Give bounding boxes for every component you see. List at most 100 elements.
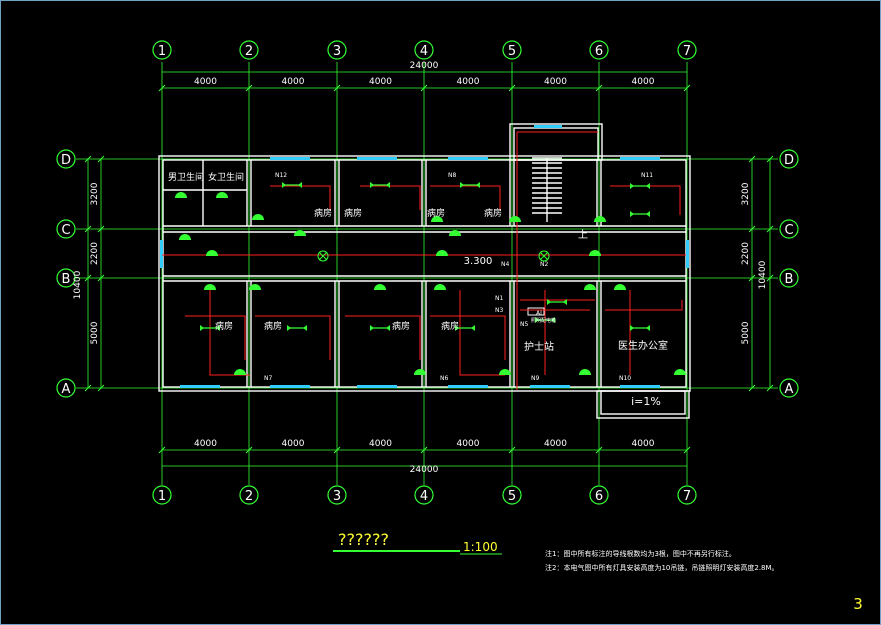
circuit-label-n7: N7: [264, 375, 272, 382]
outer-wall: [158, 155, 691, 392]
axis-bubble-right-A-circle: [779, 378, 799, 398]
fan-lamp-4-ends: [630, 183, 650, 189]
window-west: [160, 240, 163, 268]
dim-right-tick-1: [748, 225, 756, 233]
fan-lamp-11-ends: [535, 317, 555, 323]
fan-lamp-7-ends: [370, 325, 390, 331]
dim-bottom-span-1: 4000: [282, 439, 305, 449]
dim-right-total-tick-0: [766, 155, 774, 163]
dim-bottom-tick-3: [420, 446, 428, 454]
dim-bottom-tick-5: [595, 446, 603, 454]
inner-wall: [162, 159, 687, 388]
wall-lamp-1: [216, 192, 228, 198]
axis-bubble-top-2-circle: [239, 40, 259, 60]
circuit-ward-1: [270, 185, 331, 210]
fan-lamp-5-ends: [200, 325, 220, 331]
fan-lamp-3-ends: [630, 211, 650, 217]
axis-bubble-left-B-circle: [56, 268, 76, 288]
fan-lamp-0-ends: [282, 182, 302, 188]
axis-bubble-top-6-label: 6: [595, 44, 603, 59]
axis-bubble-bottom-2-circle: [239, 485, 259, 505]
corridor-ceiling-lamp-1-ring: [538, 250, 550, 262]
dim-bottom-span-5: 4000: [632, 439, 655, 449]
circuit-office: [605, 300, 683, 311]
wall-lamp-3: [431, 216, 443, 222]
circuit-label-n11: N11: [641, 172, 653, 179]
circuit-label-n2: N2: [540, 261, 548, 268]
dim-left-span-2: 5000: [90, 321, 100, 344]
circuit-ward-3: [430, 185, 501, 210]
wall-lamp-17: [499, 369, 511, 375]
dim-right-tick-2: [748, 274, 756, 282]
axis-bubble-top-3-circle: [327, 40, 347, 60]
walls: [158, 123, 691, 419]
fan-lamp-9-ends: [630, 325, 650, 331]
dim-right-total-tick-3: [766, 384, 774, 392]
wall-lamp-6: [294, 230, 306, 236]
dim-left-tick-2: [97, 274, 105, 282]
room-label-ward-6: 病房: [264, 320, 282, 332]
fan-lamp-6-ends: [287, 325, 307, 331]
window-7: [448, 385, 488, 388]
dim-left-tick-1: [97, 225, 105, 233]
dim-top-tick-1: [245, 84, 253, 92]
dim-top-tick-6: [683, 84, 691, 92]
dim-top-span-5: 4000: [632, 77, 655, 87]
axis-bubble-right-C-label: C: [784, 223, 793, 238]
dim-top-span-0: 4000: [194, 77, 217, 87]
circuit-label-n10: N10: [619, 375, 631, 382]
axis-bubble-right-D-circle: [779, 149, 799, 169]
axis-bubble-bottom-7-label: 7: [683, 489, 691, 504]
wall-lamp-19: [674, 369, 686, 375]
circuit-ward-8: [430, 315, 506, 360]
wall-lamp-0: [175, 192, 187, 198]
circuit-ward-6: [255, 315, 331, 360]
room-label-ward-1: 病房: [314, 207, 332, 219]
axis-bubble-left-A-circle: [56, 378, 76, 398]
axis-bubble-bottom-5-circle: [502, 485, 522, 505]
dim-bottom-span-2: 4000: [369, 439, 392, 449]
axis-bubble-top-7-label: 7: [683, 44, 691, 59]
wall-lamp-8: [509, 216, 521, 222]
slope-label: i=1%: [631, 395, 661, 408]
axis-bubble-left-C-circle: [56, 219, 76, 239]
circuit-ward-2: [360, 185, 421, 210]
axis-bubble-top-6-circle: [589, 40, 609, 60]
light-fixtures: [175, 182, 686, 375]
axis-bubble-top-2-label: 2: [245, 44, 253, 59]
window-5: [270, 385, 310, 388]
corridor-ceiling-lamp-0-ring: [317, 250, 329, 262]
circuit-ward-7: [345, 315, 421, 360]
wall-lamp-11: [249, 284, 261, 290]
axis-bubble-right-C-circle: [779, 219, 799, 239]
circuit-label-n3: N3: [495, 307, 503, 314]
axis-bubble-top-1-label: 1: [158, 44, 166, 59]
dim-left-tick-0: [97, 155, 105, 163]
wall-lamp-10: [204, 284, 216, 290]
windows: [160, 125, 689, 388]
window-8: [530, 385, 570, 388]
wall-lamp-14: [584, 284, 596, 290]
dim-top-tick-0: [158, 84, 166, 92]
dim-bottom-span-0: 4000: [194, 439, 217, 449]
dim-bottom-total: 24000: [410, 465, 439, 475]
corridor-lamp-1: [436, 250, 448, 256]
fan-lamp-10-ends: [547, 299, 567, 305]
corridor-ceiling-lamp-0-x2: [318, 251, 328, 261]
room-label-nurse-station: 护士站: [524, 340, 554, 353]
axis-bubble-top-4-circle: [414, 40, 434, 60]
dim-left-span-0: 3200: [90, 182, 100, 205]
dim-bottom-span-4: 4000: [544, 439, 567, 449]
axis-bubble-top-4-label: 4: [420, 44, 428, 59]
axis-bubble-right-B-circle: [779, 268, 799, 288]
room-label-ward-3: 病房: [427, 207, 445, 219]
window-stair: [534, 125, 562, 128]
dim-top-tick-2: [333, 84, 341, 92]
circuit-ward-5: [185, 315, 246, 360]
room-label-male-wc: 男卫生间: [168, 171, 204, 183]
fan-lamp-2-ends: [460, 182, 480, 188]
axis-lines: [76, 62, 778, 485]
axis-bubble-left-B-label: B: [62, 272, 71, 287]
